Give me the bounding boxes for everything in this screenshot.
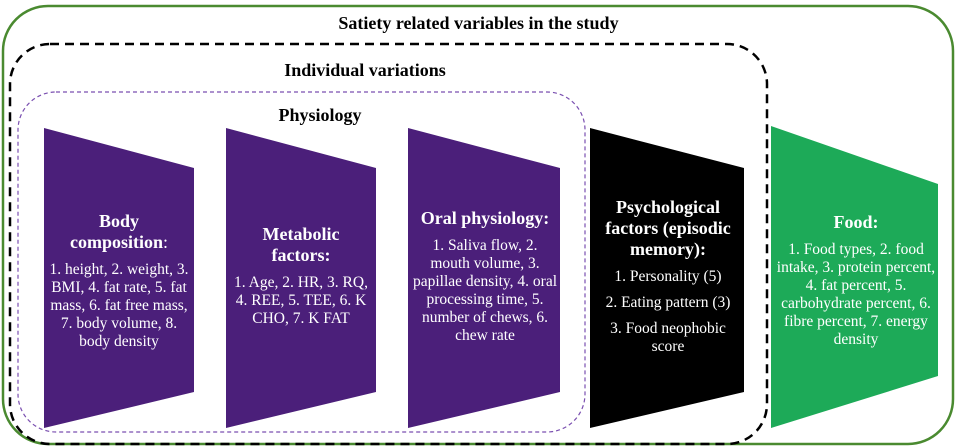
oral-physiology-text: 1. Saliva flow, 2. mouth volume, 3. papi…	[412, 236, 558, 344]
oral-physiology-heading: Oral physiology:	[420, 207, 550, 228]
oral-physiology-box: Oral physiology: 1. Saliva flow, 2. mout…	[412, 186, 558, 366]
psychological-item: 1. Personality (5)	[614, 267, 722, 285]
physiology-container	[17, 91, 586, 433]
body-composition-text: 1. height, 2. weight, 3. BMI, 4. fat rat…	[49, 261, 189, 350]
metabolic-factors-text: 1. Age, 2. HR, 3. RQ, 4. REE, 5. TEE, 6.…	[234, 274, 368, 327]
metabolic-factors-box: Metabolic factors: 1. Age, 2. HR, 3. RQ,…	[232, 196, 370, 356]
psychological-factors-list: 1. Personality (5) 2. Eating pattern (3)…	[594, 268, 742, 364]
food-box: Food: 1. Food types, 2. food intake, 3. …	[776, 190, 936, 370]
physiology-label: Physiology	[278, 105, 362, 125]
psychological-item: 2. Eating pattern (3)	[605, 293, 731, 311]
metabolic-factors-shape	[226, 128, 376, 428]
individual-variations-label: Individual variations	[284, 60, 446, 80]
body-composition-title: Body composition	[69, 211, 163, 252]
body-composition-shape	[44, 128, 194, 428]
food-shape	[771, 126, 938, 428]
psychological-factors-heading: Psychological factors (episodic memory):	[605, 196, 731, 259]
body-composition-heading: Body composition:	[48, 211, 190, 253]
metabolic-factors-heading: Metabolic factors:	[262, 224, 340, 265]
body-composition-colon: :	[163, 232, 169, 252]
body-composition-box: Body composition: 1. height, 2. weight, …	[48, 176, 190, 386]
individual-variations-container	[8, 42, 769, 446]
psychological-factors-shape	[590, 128, 744, 428]
oral-physiology-shape	[408, 128, 560, 428]
food-heading: Food:	[833, 211, 879, 232]
study-label: Satiety related variables in the study	[338, 13, 619, 33]
psychological-factors-box: Psychological factors (episodic memory):…	[594, 180, 742, 380]
psychological-item: 3. Food neophobic score	[610, 319, 726, 355]
food-text: 1. Food types, 2. food intake, 3. protei…	[776, 240, 936, 348]
